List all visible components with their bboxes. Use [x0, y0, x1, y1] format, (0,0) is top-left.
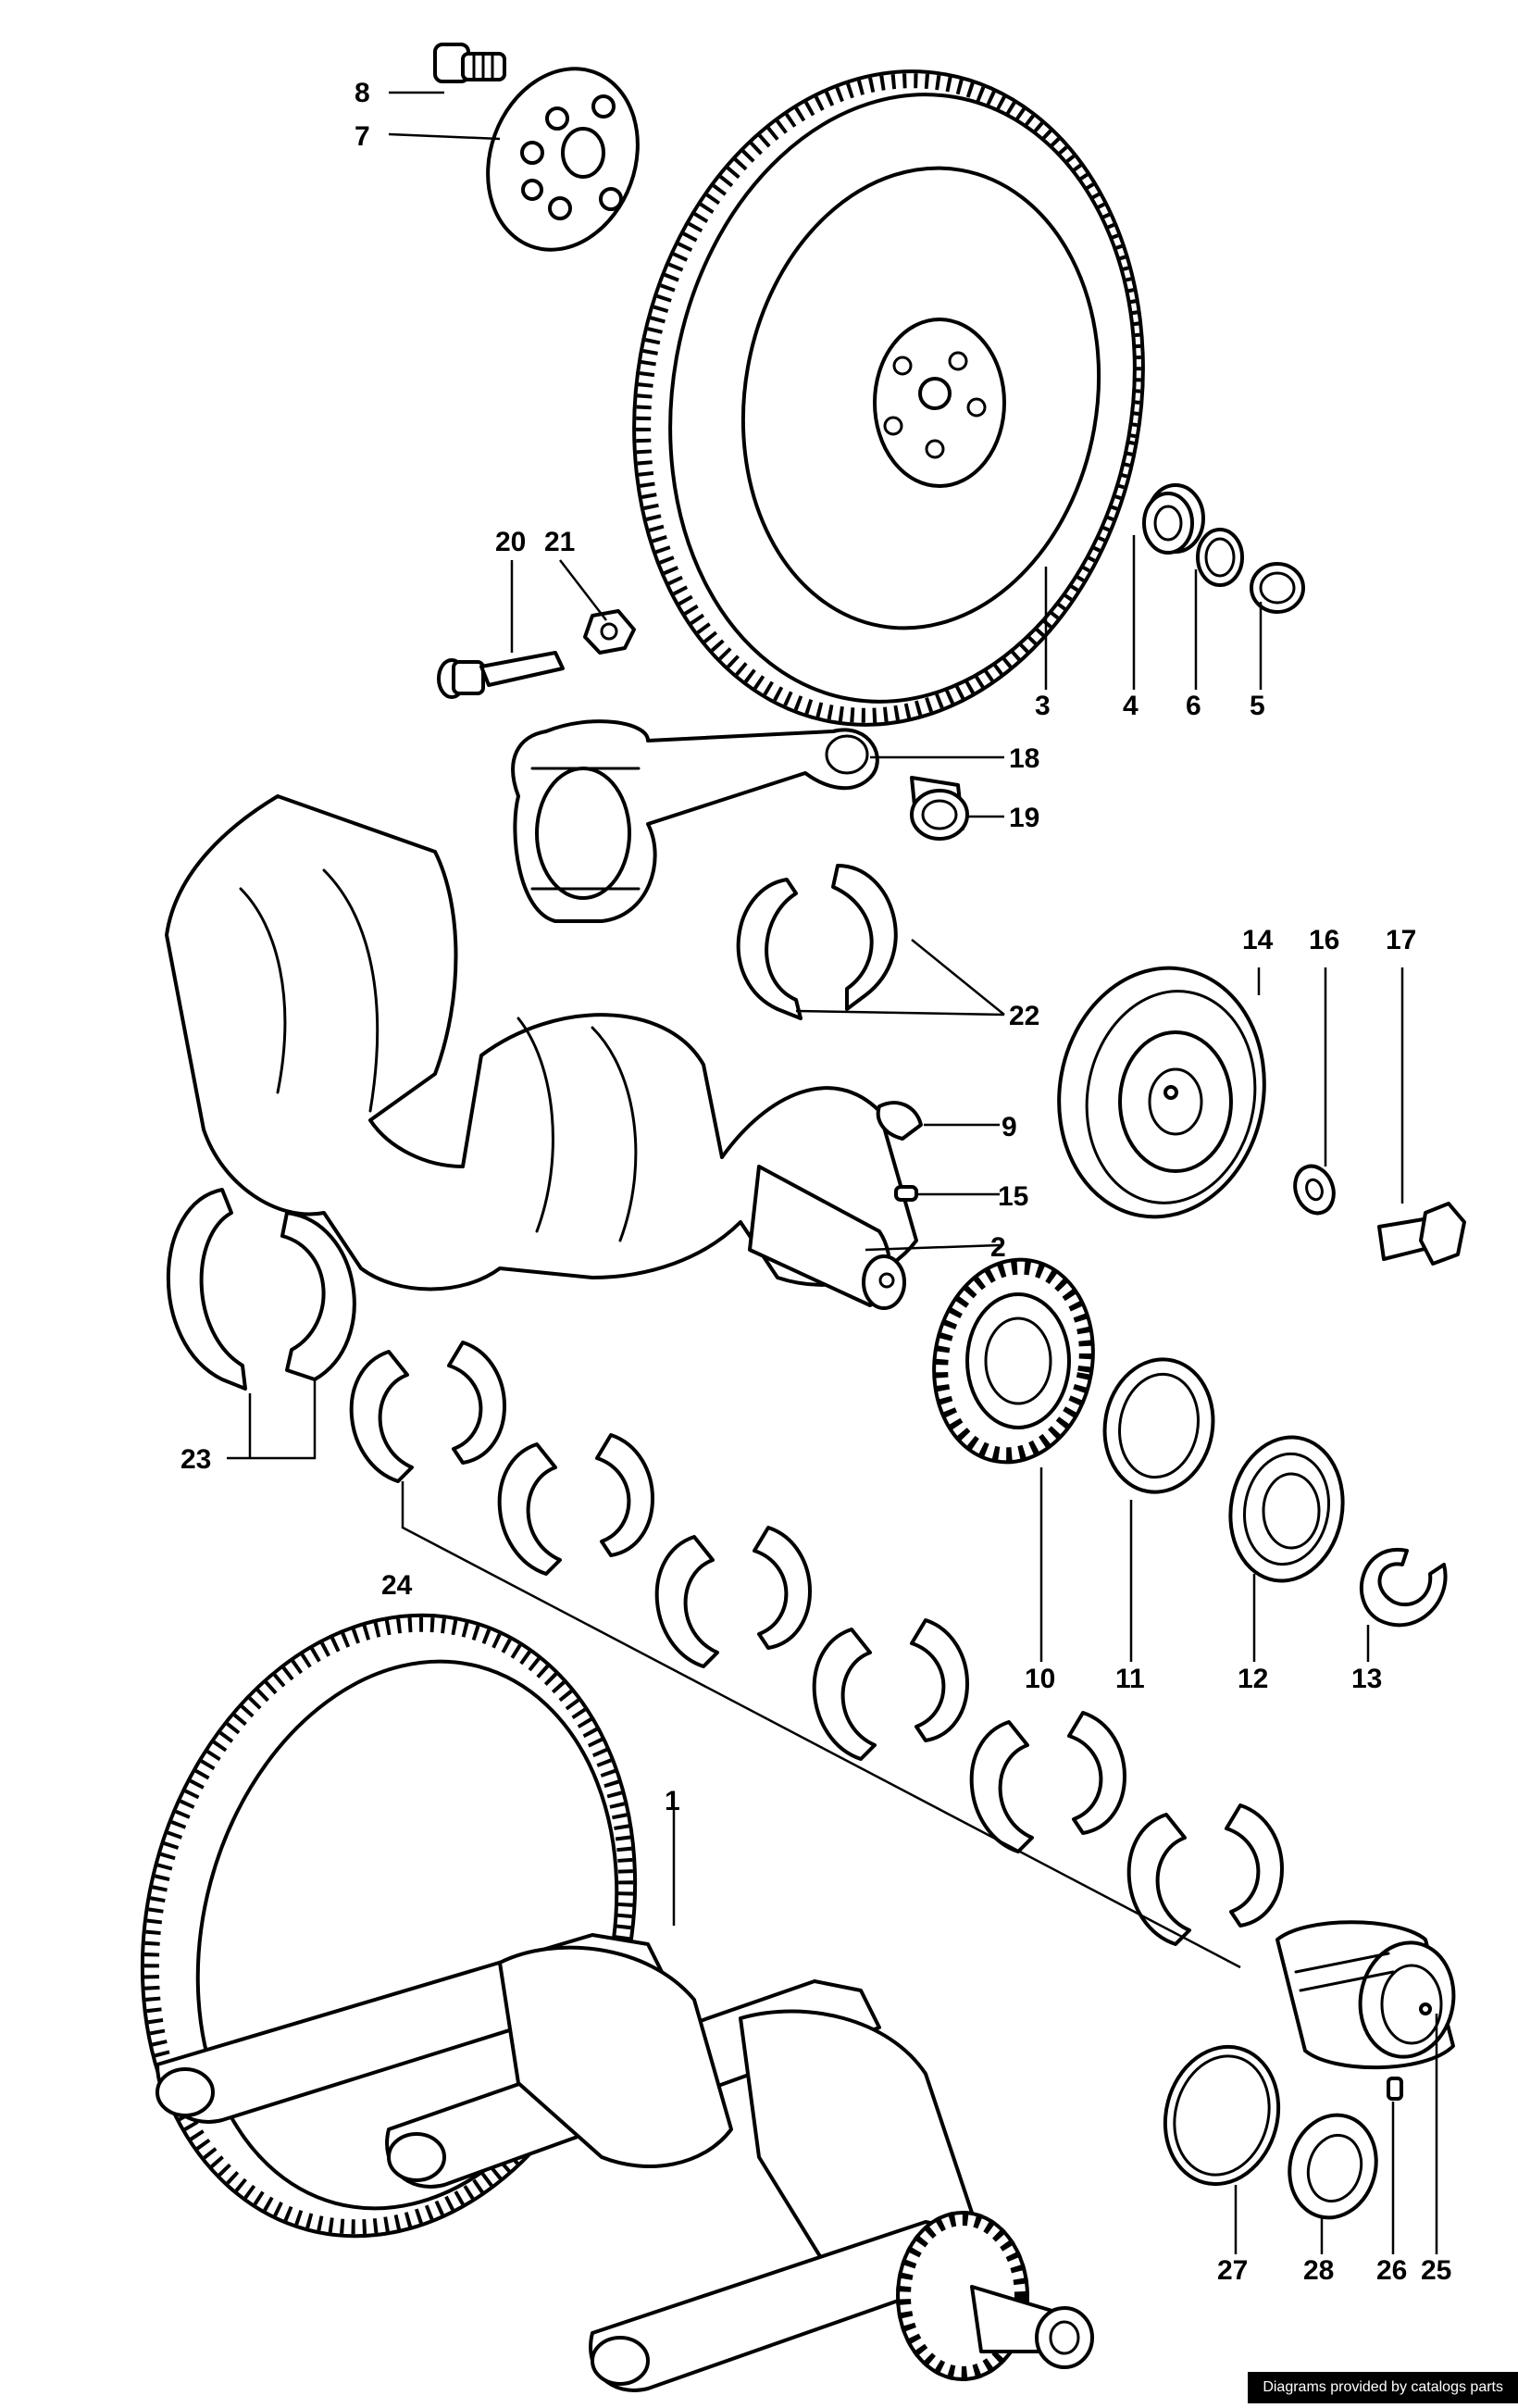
part-27-ring	[1163, 2044, 1281, 2187]
part-3-flywheel	[632, 69, 1145, 727]
credit-footer: Diagrams provided by catalogs parts	[1248, 2372, 1518, 2403]
part-18-connecting-rod	[511, 719, 879, 923]
part-13-snap-ring	[1359, 1547, 1448, 1628]
callout-7: 7	[355, 121, 370, 152]
part-19-bushing	[910, 776, 969, 841]
callout-18: 18	[1009, 743, 1039, 774]
callout-12: 12	[1238, 1664, 1268, 1694]
callout-labels: 1 2 3 4 5 6 7 8 9 10 11 12 13 14 15 16 1…	[180, 78, 1451, 2286]
callout-13: 13	[1351, 1664, 1382, 1694]
callout-21: 21	[544, 527, 575, 557]
part-28-seal	[1288, 2113, 1378, 2220]
callout-15: 15	[998, 1181, 1028, 1212]
part-10-gear	[932, 1257, 1095, 1465]
part-2-crankshaft	[165, 794, 918, 1310]
callout-5: 5	[1250, 691, 1265, 721]
part-22-bearing-shells	[736, 864, 898, 1020]
part-24-main-bearing-shells	[349, 1341, 1284, 1969]
callout-14: 14	[1242, 925, 1274, 955]
part-17-bolt	[1377, 1202, 1466, 1266]
part-12-oil-seal	[1228, 1435, 1345, 1583]
leader-lines	[227, 91, 1438, 2254]
callout-26: 26	[1376, 2255, 1407, 2286]
callout-23: 23	[180, 1444, 211, 1475]
callout-4: 4	[1123, 691, 1138, 721]
part-21-nut	[583, 609, 636, 655]
callout-8: 8	[355, 78, 370, 108]
callout-1: 1	[665, 1786, 680, 1816]
part-7-plate	[486, 67, 640, 252]
callout-24: 24	[381, 1570, 413, 1601]
part-25-piston	[1275, 1920, 1456, 2070]
callout-20: 20	[495, 527, 526, 557]
part-16-washer	[1293, 1164, 1336, 1216]
part-8-bolt	[433, 43, 506, 83]
callout-27: 27	[1217, 2255, 1248, 2286]
part-20-rod-bolt	[437, 651, 565, 699]
callout-10: 10	[1025, 1664, 1055, 1694]
part-9-key	[876, 1101, 923, 1141]
part-14-pulley	[1057, 966, 1266, 1219]
callout-9: 9	[1002, 1112, 1017, 1142]
part-1-crank-assembly	[140, 1613, 1094, 2392]
callout-28: 28	[1303, 2255, 1334, 2286]
callout-17: 17	[1386, 925, 1416, 955]
callout-25: 25	[1421, 2255, 1451, 2286]
part-15-pin	[894, 1185, 918, 1202]
part-11-ring	[1102, 1357, 1215, 1494]
callout-3: 3	[1035, 691, 1051, 721]
callout-11: 11	[1115, 1664, 1145, 1694]
callout-6: 6	[1186, 691, 1201, 721]
part-26-pin	[1387, 2077, 1403, 2101]
callout-2: 2	[990, 1232, 1006, 1263]
part-4-bushing	[1142, 483, 1205, 555]
callout-16: 16	[1309, 925, 1339, 955]
part-23-thrust-bearings	[166, 1188, 356, 1391]
callout-19: 19	[1009, 803, 1039, 833]
callout-22: 22	[1009, 1001, 1039, 1031]
part-6-ring	[1196, 528, 1244, 587]
part-5-bearing	[1250, 562, 1305, 614]
